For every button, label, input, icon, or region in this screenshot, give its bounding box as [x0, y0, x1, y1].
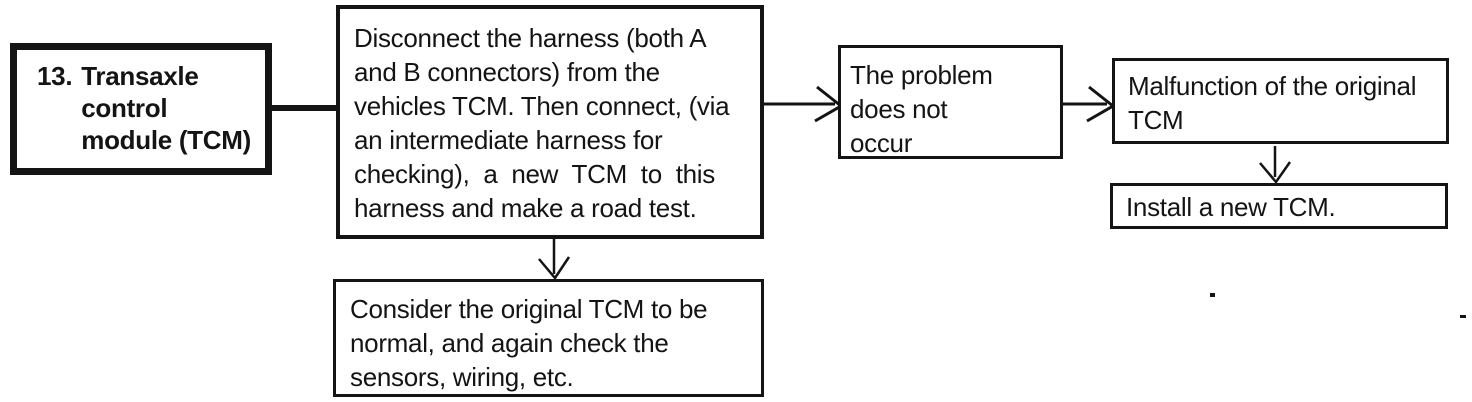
arrowhead-down-icon — [538, 256, 571, 281]
arrowhead-down-icon — [1259, 161, 1292, 185]
alternative-text: Consider the original TCM to be normal, … — [350, 294, 708, 392]
diagnosis-text: Malfunction of the original TCM — [1128, 71, 1417, 135]
node-diagnosis-malfunction-original-tcm: Malfunction of the original TCM — [1112, 58, 1449, 144]
scan-artifact-dot — [1210, 293, 1215, 297]
node-alternative-consider-tcm-normal: Consider the original TCM to be normal, … — [333, 279, 764, 397]
node-remedy-install-new-tcm: Install a new TCM. — [1110, 183, 1448, 229]
node-action-disconnect-harness: Disconnect the harness (both A and B con… — [336, 5, 764, 239]
result-text: The problem does not occur — [850, 60, 993, 158]
action-text: Disconnect the harness (both A and B con… — [354, 23, 730, 223]
node-step-tcm: 13. Transaxle control module (TCM) — [10, 43, 272, 175]
node-result-problem-does-not-occur: The problem does not occur — [838, 45, 1063, 159]
step-number: 13. — [37, 61, 73, 91]
arrowhead-right-icon — [1086, 85, 1116, 123]
step-title: Transaxle control module (TCM) — [81, 61, 251, 155]
scan-artifact-dash — [1460, 315, 1466, 318]
remedy-text: Install a new TCM. — [1126, 192, 1336, 222]
